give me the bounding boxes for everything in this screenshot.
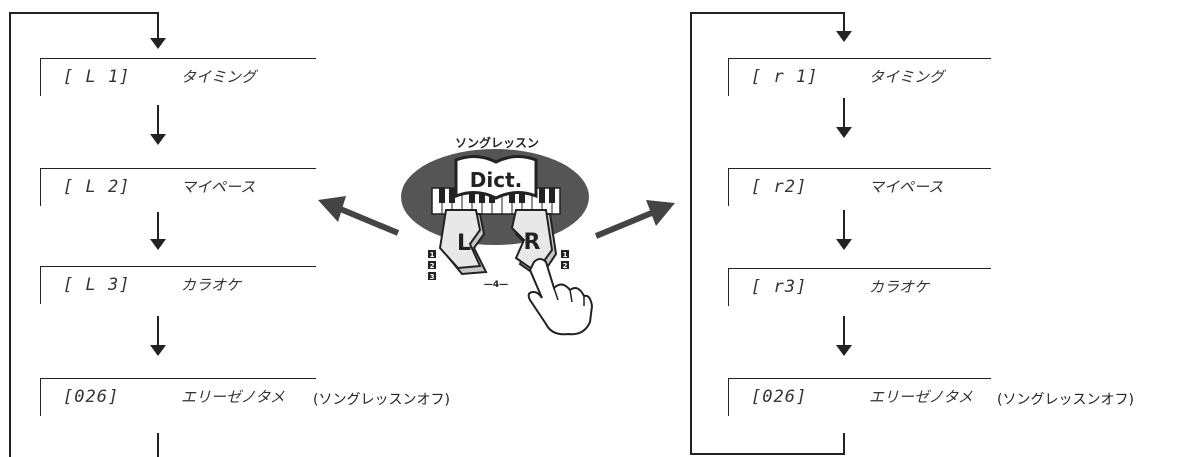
- left-step-3-code: [ L 3]: [63, 275, 131, 295]
- left-connector-4: [157, 316, 159, 346]
- dict-book-icon[interactable]: Dict.: [454, 155, 538, 200]
- right-arrow-down-icon-3: [836, 239, 852, 250]
- right-step-2-display: [ r2] マイペース: [728, 168, 991, 206]
- left-arrow-down-icon-2: [150, 134, 166, 145]
- left-step-1-label: タイミング: [181, 68, 257, 86]
- left-step-3-display: [ L 3] カラオケ: [40, 266, 316, 304]
- left-step-1-code: [ L 1]: [63, 67, 131, 87]
- right-step-1-label: タイミング: [869, 68, 945, 86]
- right-step-4-display: [026] エリーゼノタメ: [728, 378, 991, 416]
- left-step-marker-3: 3: [430, 273, 435, 281]
- right-step-1-code: [ r 1]: [751, 67, 819, 87]
- right-connector-3: [843, 210, 845, 240]
- left-step-marker-2: 2: [430, 262, 435, 270]
- right-step-marker-2: 2: [563, 262, 568, 270]
- left-step-3-label: カラオケ: [181, 276, 242, 294]
- left-step-markers: 1 2 3: [428, 250, 436, 281]
- right-step-3-code: [ r3]: [751, 277, 808, 297]
- right-step-1-display: [ r 1] タイミング: [728, 58, 991, 96]
- right-arrow-down-icon-1: [836, 31, 852, 42]
- right-step-3-display: [ r3] カラオケ: [728, 268, 991, 306]
- left-step-4-label: エリーゼノタメ: [181, 388, 285, 406]
- left-step-2-label: マイペース: [181, 178, 256, 196]
- right-step-markers: 1 2: [561, 250, 569, 270]
- center-step-marker: —4—: [484, 280, 508, 290]
- right-connector-4: [843, 316, 845, 346]
- pressing-hand-icon: [527, 258, 594, 336]
- right-step-3-label: カラオケ: [869, 278, 930, 296]
- right-step-2-code: [ r2]: [751, 177, 808, 197]
- right-connector-2: [843, 98, 845, 128]
- left-direction-arrow-icon: [318, 196, 400, 236]
- right-step-4-label: エリーゼノタメ: [869, 388, 973, 406]
- left-connector-3: [157, 212, 159, 240]
- left-hand-button[interactable]: L: [438, 209, 488, 276]
- panel-title: ソングレッスン: [455, 135, 539, 150]
- right-step-2-label: マイペース: [869, 178, 944, 196]
- left-arrow-down-icon-4: [150, 345, 166, 356]
- right-loop-top: [690, 12, 845, 14]
- right-step-marker-1: 1: [563, 251, 568, 259]
- right-arrow-down-icon-2: [836, 127, 852, 138]
- left-arrow-down-icon-3: [150, 239, 166, 250]
- left-loop-side: [9, 12, 11, 457]
- right-loop-side: [690, 12, 692, 455]
- left-connector-1: [157, 12, 159, 40]
- dict-label: Dict.: [470, 168, 522, 192]
- right-direction-arrow-icon: [594, 200, 675, 239]
- left-step-1-display: [ L 1] タイミング: [40, 58, 316, 96]
- left-step-2-display: [ L 2] マイペース: [40, 168, 316, 206]
- right-arrow-down-icon-4: [836, 345, 852, 356]
- right-step-4-code: [026]: [751, 387, 808, 407]
- left-arrow-down-icon-1: [150, 38, 166, 49]
- right-connector-5: [843, 433, 845, 455]
- left-off-note: (ソングレッスンオフ): [313, 392, 450, 408]
- right-key-label: R: [524, 230, 541, 255]
- left-connector-2: [157, 105, 159, 135]
- left-key-label: L: [457, 231, 471, 256]
- right-loop-bottom: [690, 453, 845, 455]
- left-step-2-code: [ L 2]: [63, 177, 131, 197]
- left-step-4-code: [026]: [63, 387, 120, 407]
- left-step-4-display: [026] エリーゼノタメ: [40, 378, 316, 416]
- left-step-marker-1: 1: [430, 251, 435, 259]
- right-connector-1: [843, 12, 845, 32]
- left-loop-top: [9, 12, 159, 14]
- left-connector-5: [157, 433, 159, 457]
- right-off-note: (ソングレッスンオフ): [997, 392, 1134, 408]
